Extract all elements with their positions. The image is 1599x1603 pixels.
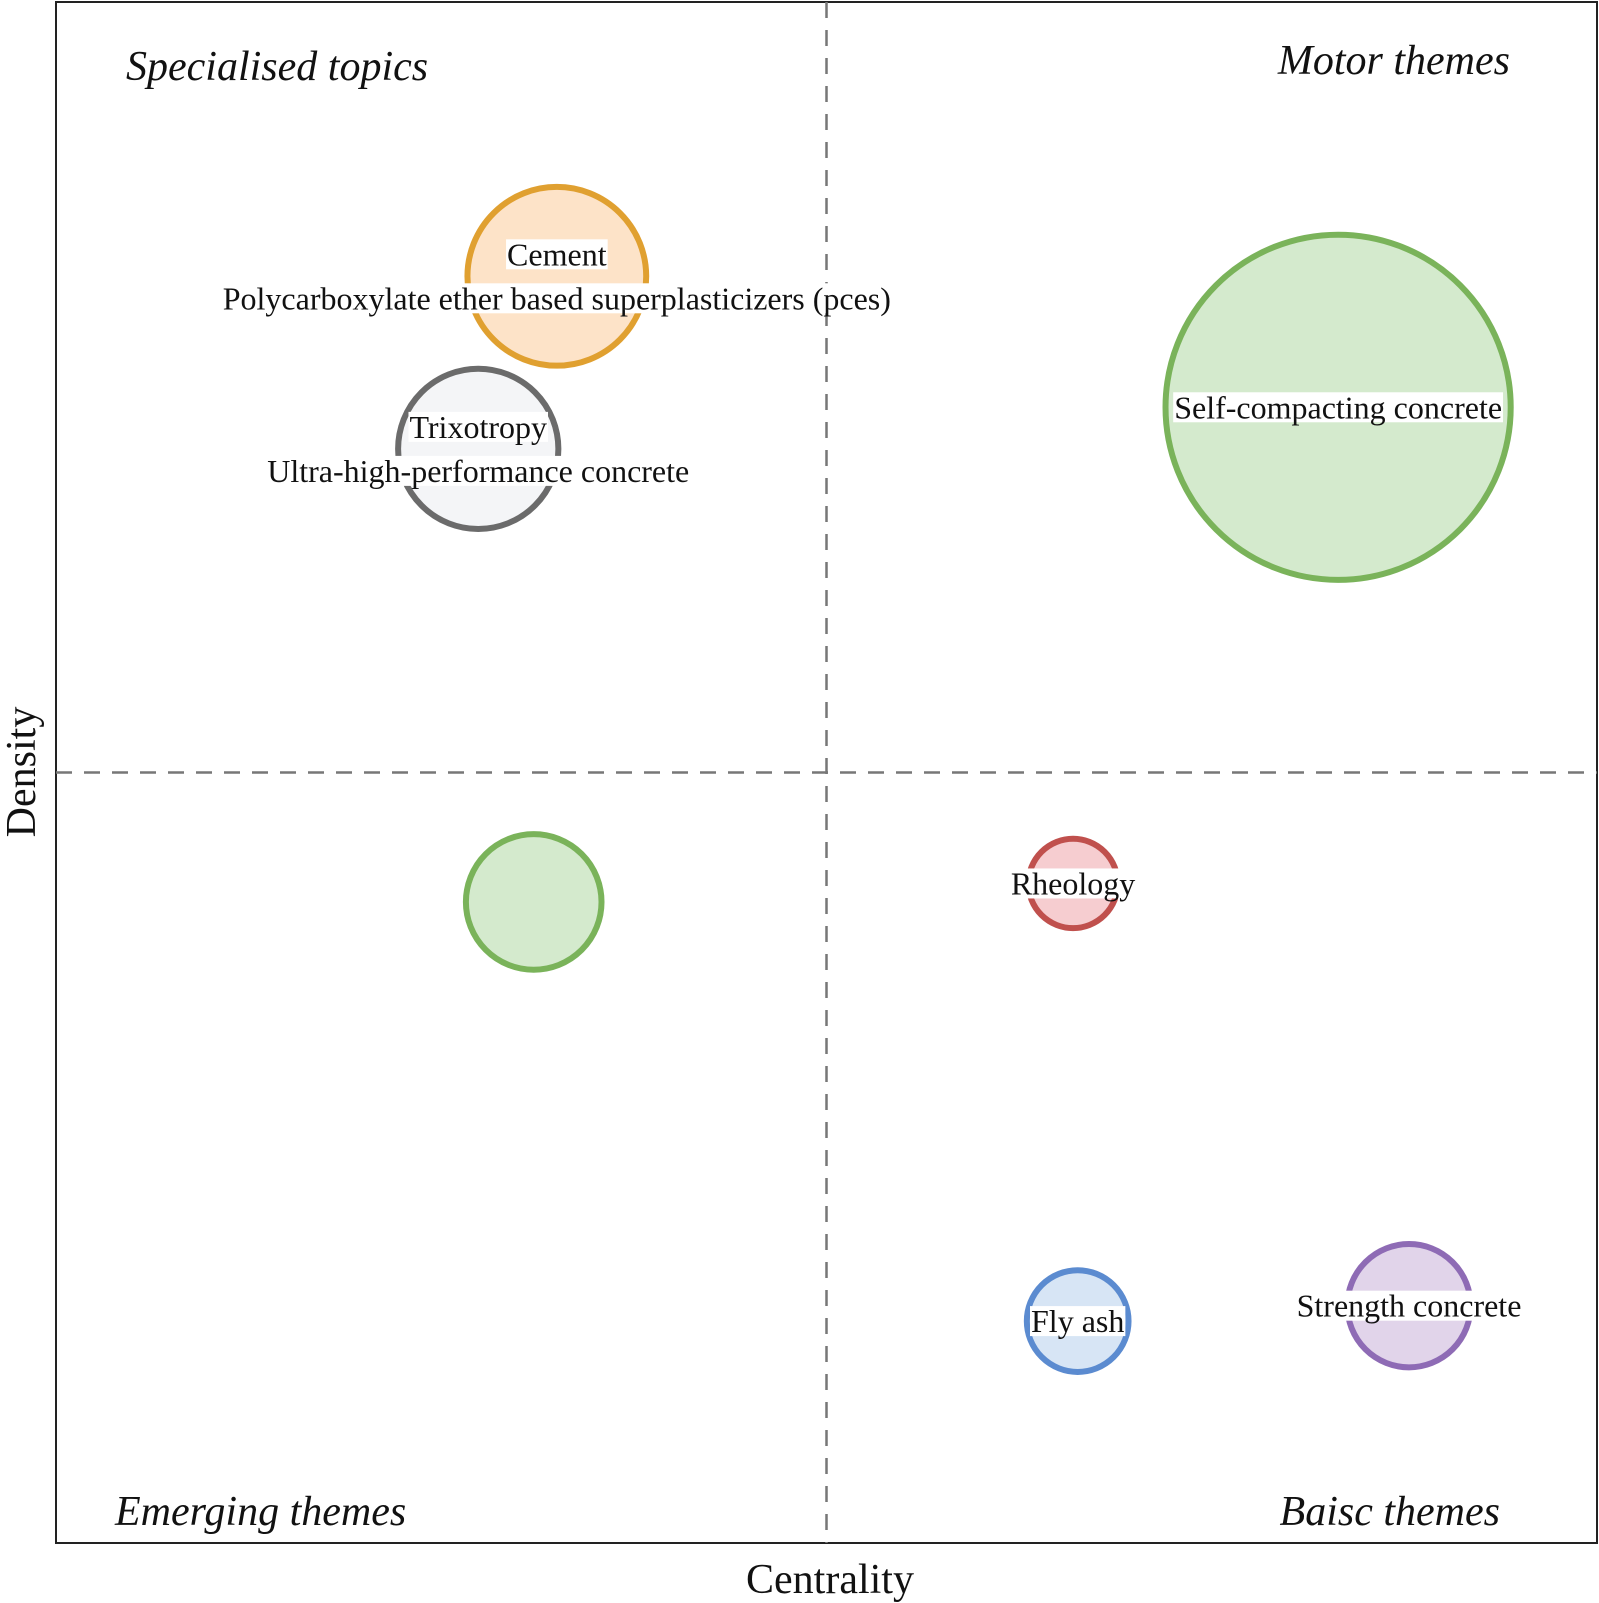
bubble-label-bg	[408, 411, 548, 442]
quadrant-label-top-left: Specialised topics	[126, 44, 428, 90]
bubble-label-self-compacting-cluster-0: Self-compacting concrete	[1173, 389, 1504, 425]
bubble-label-text: Cement	[507, 236, 607, 272]
bubble-label-text: Ultra-high-performance concrete	[267, 453, 689, 489]
bubble-label-rheology-cluster-0: Rheology	[1009, 865, 1137, 901]
bubble-label-trixotropy-cluster-1: Ultra-high-performance concrete	[266, 453, 691, 489]
bubble-label-text: Self-compacting concrete	[1174, 389, 1502, 425]
bubble-unlabeled-cluster	[462, 831, 605, 973]
bubble-label-cement-cluster-0: Cement	[506, 236, 608, 272]
bubble-label-bg	[1030, 1306, 1126, 1337]
bubble-cement-cluster	[464, 183, 650, 369]
bubble-label-strength-concrete-cluster-0: Strength concrete	[1295, 1288, 1523, 1324]
bubble-label-bg	[1009, 868, 1137, 899]
x-axis-label: Centrality	[746, 1557, 914, 1603]
bubble-label-text: Rheology	[1011, 865, 1135, 901]
bubble-label-bg	[1295, 1290, 1523, 1321]
bubble-label-text: Polycarboxylate ether based superplastic…	[223, 280, 891, 316]
bubble-label-cement-cluster-1: Polycarboxylate ether based superplastic…	[221, 280, 892, 316]
quadrant-label-top-right: Motor themes	[1277, 38, 1510, 84]
bubble-label-text: Fly ash	[1031, 1303, 1124, 1339]
bubble-label-bg	[221, 283, 892, 314]
bubble-label-bg	[1173, 392, 1504, 423]
bubble-label-trixotropy-cluster-0: Trixotropy	[408, 409, 548, 445]
bubble-label-text: Trixotropy	[409, 409, 547, 445]
bubble-label-fly-ash-cluster-0: Fly ash	[1030, 1303, 1126, 1339]
bubble-label-bg	[266, 455, 691, 486]
quadrant-label-bottom-left: Emerging themes	[114, 1489, 406, 1535]
bubble-label-text: Strength concrete	[1297, 1288, 1522, 1324]
bubble-trixotropy-cluster	[395, 365, 562, 533]
y-axis-label: Density	[0, 707, 45, 838]
bubble-label-bg	[506, 239, 608, 270]
quadrant-label-bottom-right: Baisc themes	[1280, 1489, 1500, 1535]
